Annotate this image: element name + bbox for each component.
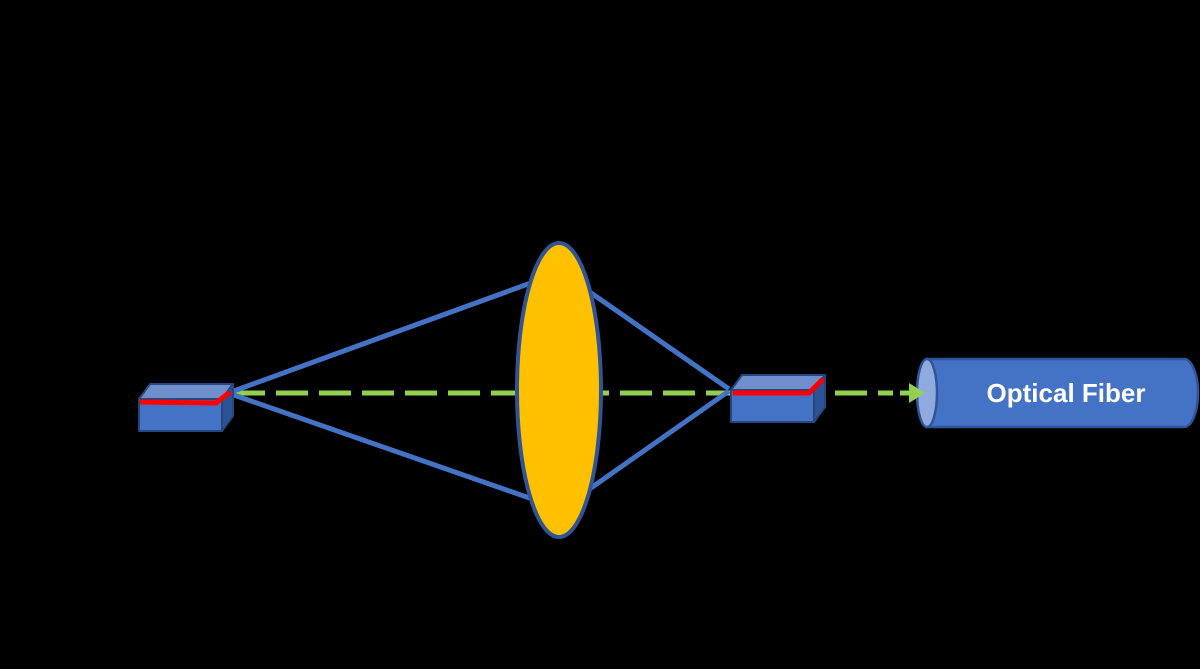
- laser-diode-right: [730, 374, 826, 423]
- beam-arrow-head-icon: [909, 383, 925, 403]
- active-layer-stripe-left: [139, 390, 232, 406]
- laser-diode-left-top-face: [138, 383, 234, 400]
- active-layer-stripe-right: [733, 377, 825, 396]
- fiber-body: [925, 357, 1200, 429]
- optical-fiber-cylinder: Optical Fiber: [915, 357, 1200, 429]
- ray-top: [230, 269, 731, 395]
- beam-arrow: [900, 383, 925, 403]
- laser-diode-left: [138, 383, 234, 432]
- coupling-lens: [515, 241, 603, 539]
- ray-bottom: [230, 388, 731, 512]
- optical-fiber-label: Optical Fiber: [987, 378, 1146, 408]
